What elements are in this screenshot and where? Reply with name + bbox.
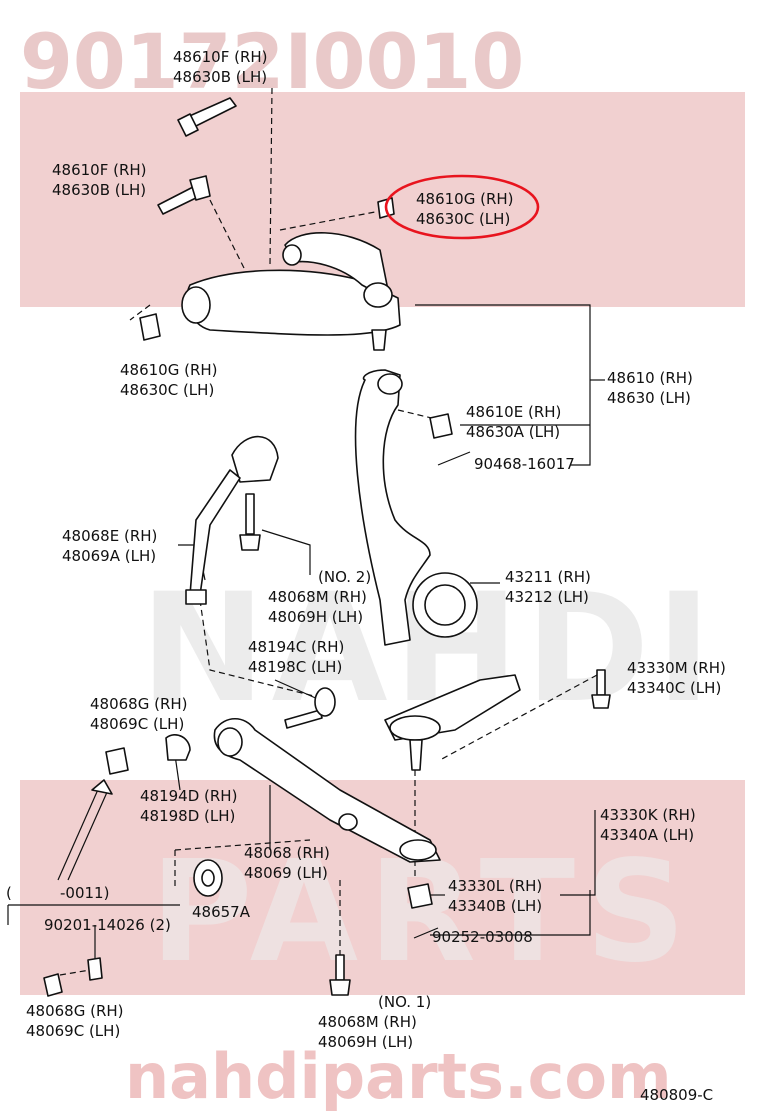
label-ball-nut-lh: 43340B (LH) <box>448 897 542 915</box>
cotter-pin-2-icon <box>413 927 439 939</box>
leader-lines <box>7 304 605 960</box>
label-left-nut-rh: 48610G (RH) <box>120 361 218 379</box>
label-lower-nut-lh: 48069C (LH) <box>90 715 184 733</box>
label-ball-joint-lh: 43340A (LH) <box>600 826 694 844</box>
label-lower-left-nut-lh: 48069C (LH) <box>26 1022 120 1040</box>
label-bushing: 48657A <box>192 903 251 921</box>
diagram-code: 480809-C <box>640 1086 713 1104</box>
part-drawings <box>43 97 611 997</box>
label-top-bolt-rh: 48610F (RH) <box>173 48 268 66</box>
label-highlight-nut-lh: 48630C (LH) <box>416 210 510 228</box>
assembly-lines <box>59 87 598 976</box>
lower-nut-icon <box>105 747 129 775</box>
label-knuckle-lh: 43212 (LH) <box>505 588 589 606</box>
left-bolt-icon <box>157 175 211 215</box>
label-left-nut-lh: 48630C (LH) <box>120 381 214 399</box>
label-lower-arm-lh: 48069 (LH) <box>244 864 328 882</box>
label-cam-plate-rh: 48194D (RH) <box>140 787 237 805</box>
ball-joint-icon <box>384 674 521 771</box>
bolt-no2-icon <box>239 493 261 551</box>
upper-arm-icon <box>181 232 401 351</box>
cam-plate-icon <box>165 734 191 761</box>
label-upper-arm-rh: 48610 (RH) <box>607 369 693 387</box>
label-upper-arm-lh: 48630 (LH) <box>607 389 691 407</box>
watermark-url: nahdiparts.com <box>125 1040 672 1112</box>
label-serial-open: ( <box>6 884 12 902</box>
label-ball-nut-rh: 43330L (RH) <box>448 877 542 895</box>
label-bolt-no2-rh: 48068M (RH) <box>268 588 367 606</box>
cam-bolt-icon <box>284 687 336 729</box>
label-bolt-43330m-lh: 43340C (LH) <box>627 679 721 697</box>
lower-left-nut-icon <box>43 973 63 997</box>
label-stabilizer-link-lh: 48069A (LH) <box>62 547 156 565</box>
label-washer-part: 90201-14026 (2) <box>44 916 171 934</box>
label-cotter-pin-2: 90252-03008 <box>432 928 533 946</box>
label-lower-nut-rh: 48068G (RH) <box>90 695 188 713</box>
bolt-no1-icon <box>329 954 351 996</box>
bushing-icon <box>193 859 223 897</box>
label-lower-left-nut-rh: 48068G (RH) <box>26 1002 124 1020</box>
label-left-bolt-rh: 48610F (RH) <box>52 161 147 179</box>
washer-icon <box>87 957 103 981</box>
label-highlight-nut-rh: 48610G (RH) <box>416 190 514 208</box>
label-left-bolt-lh: 48630B (LH) <box>52 181 146 199</box>
label-knuckle-rh: 43211 (RH) <box>505 568 591 586</box>
label-top-bolt-lh: 48630B (LH) <box>173 68 267 86</box>
label-bolt-no2-no: (NO. 2) <box>318 568 371 586</box>
label-cam-bolt-lh: 48198C (LH) <box>248 658 342 676</box>
arrow-icon <box>57 784 101 881</box>
ball-nut-icon <box>407 883 433 909</box>
label-bolt-no1-lh: 48069H (LH) <box>318 1033 413 1051</box>
label-bolt-no1-no: (NO. 1) <box>378 993 431 1011</box>
part-labels: 48610F (RH) 48630B (LH) 48610F (RH) 4863… <box>6 48 726 1104</box>
label-lower-arm-rh: 48068 (RH) <box>244 844 330 862</box>
top-bolt-icon <box>177 97 237 137</box>
stabilizer-link-icon <box>185 435 279 605</box>
label-arm-nut-rh: 48610E (RH) <box>466 403 561 421</box>
left-nut-icon <box>139 313 161 341</box>
bolt-43330m-icon <box>591 669 611 709</box>
highlight-ring <box>384 174 540 240</box>
cotter-pin-icon <box>437 451 471 466</box>
label-bolt-no1-rh: 48068M (RH) <box>318 1013 417 1031</box>
knuckle-icon <box>354 369 478 646</box>
label-arm-nut-lh: 48630A (LH) <box>466 423 560 441</box>
label-bolt-no2-lh: 48069H (LH) <box>268 608 363 626</box>
lower-arm-icon <box>213 717 441 863</box>
label-cam-bolt-rh: 48194C (RH) <box>248 638 344 656</box>
label-cam-plate-lh: 48198D (LH) <box>140 807 235 825</box>
label-bolt-43330m-rh: 43330M (RH) <box>627 659 726 677</box>
arm-nut-icon <box>429 413 453 439</box>
label-ball-joint-rh: 43330K (RH) <box>600 806 696 824</box>
label-stabilizer-link-rh: 48068E (RH) <box>62 527 157 545</box>
label-serial-range: -0011) <box>60 884 109 902</box>
label-cotter-pin-1: 90468-16017 <box>474 455 575 473</box>
